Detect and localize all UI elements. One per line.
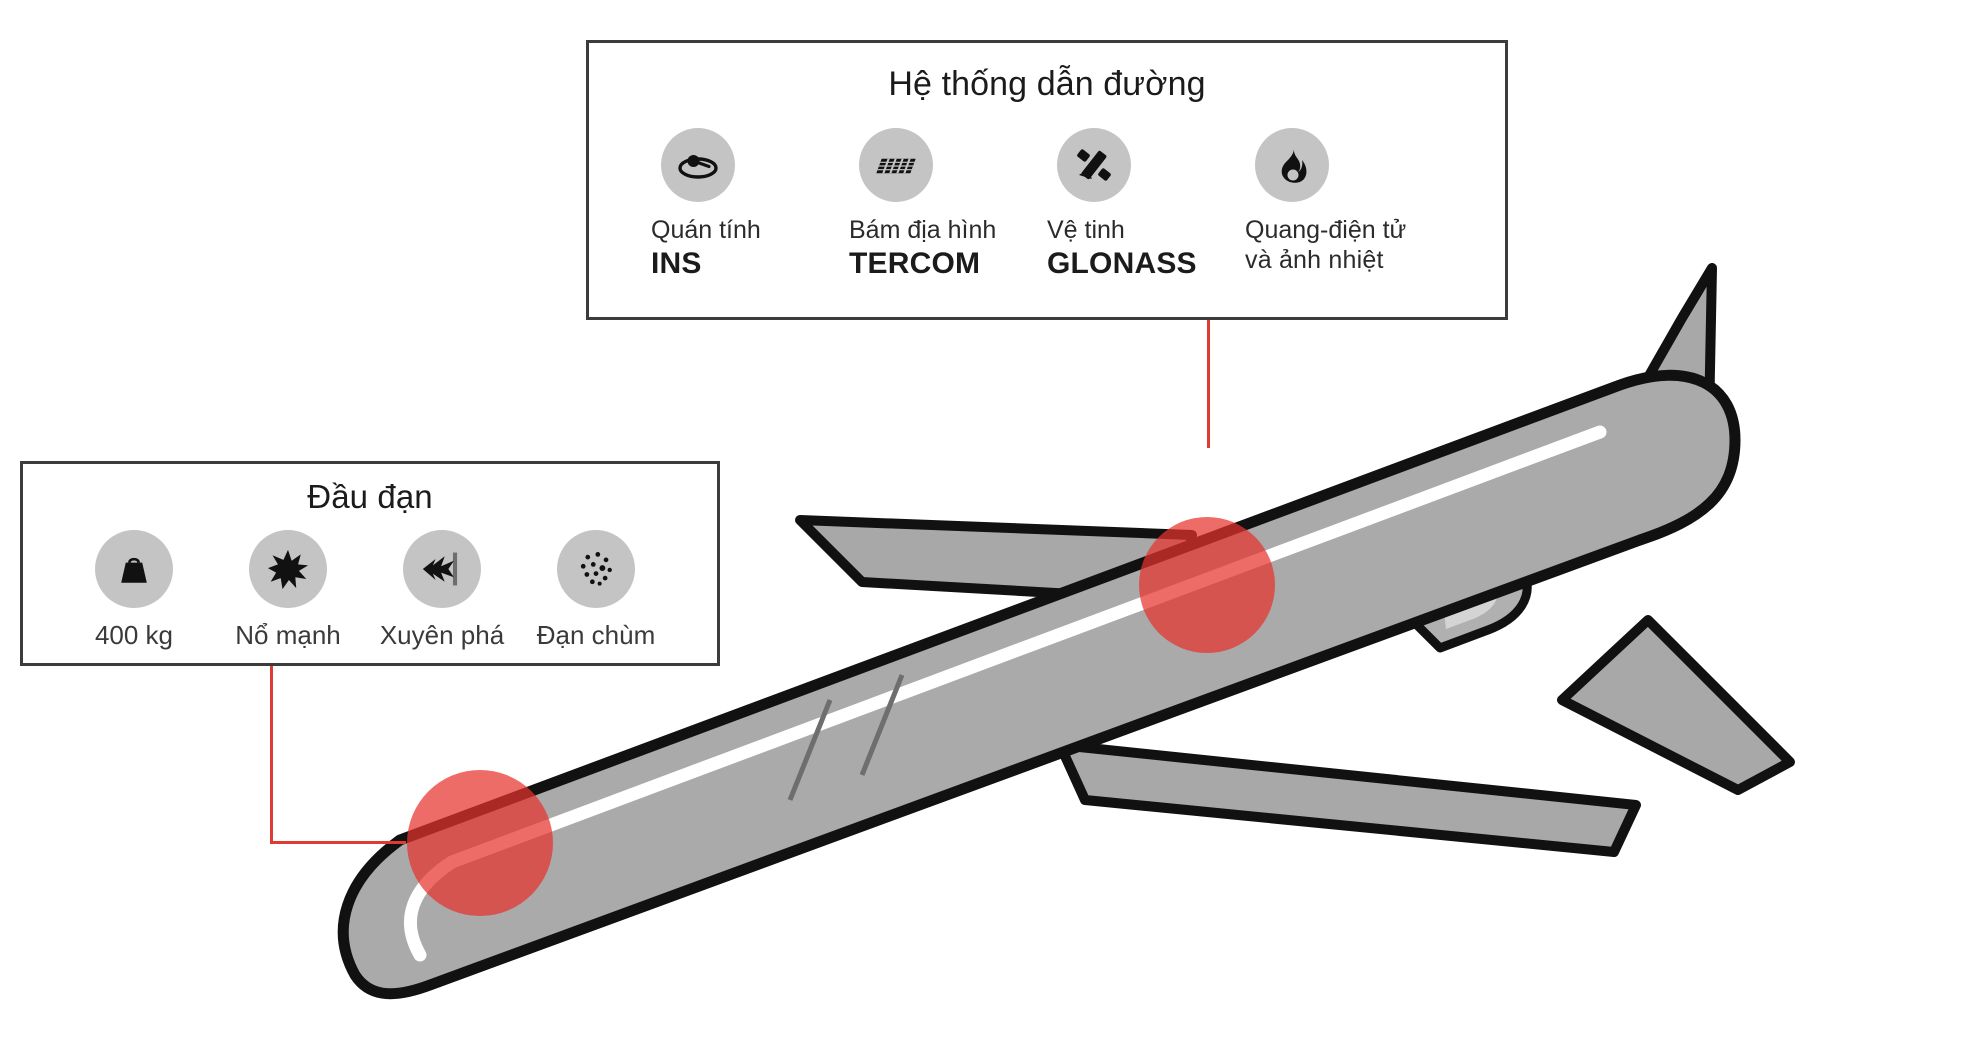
weight-icon [95,530,173,608]
warhead-caption-weight: 400 kg [95,620,173,651]
engine-pod [1387,543,1532,653]
wing-far [795,515,1197,605]
satellite-icon [1057,128,1131,202]
warhead-title: Đầu đạn [307,478,433,515]
guidance-caption-optical: Quang-điện tử và ảnh nhiệt [1245,216,1406,275]
guidance-item-ins[interactable]: Quán tính INS [651,128,849,281]
glonass-line2: GLONASS [1047,246,1197,280]
penetrator-icon [403,530,481,608]
weight-label: 400 kg [94,620,174,650]
warhead-caption-he: Nổ mạnh [235,620,341,651]
tail-fin-vertical [1573,263,1717,505]
gyroscope-icon [661,128,735,202]
optical-line2: và ảnh nhiệt [1245,245,1384,274]
warhead-leader-line-horizontal [270,841,406,844]
warhead-callout: Đầu đạn 400 kg [20,461,720,666]
guidance-caption-tercom: Bám địa hình TERCOM [849,216,996,281]
warhead-item-penetrator[interactable]: Xuyên phá [365,530,519,651]
warhead-item-weight[interactable]: 400 kg [57,530,211,651]
warhead-caption-penetrator: Xuyên phá [380,620,504,651]
explosion-icon [249,530,327,608]
guidance-item-tercom[interactable]: Bám địa hình TERCOM [849,128,1047,281]
optical-line1: Quang-điện tử [1245,216,1407,244]
warhead-item-cluster[interactable]: Đạn chùm [519,530,673,651]
tercom-line1: Bám địa hình [849,216,997,244]
warhead-item-he[interactable]: Nổ mạnh [211,530,365,651]
warhead-caption-cluster: Đạn chùm [537,620,656,651]
guidance-item-optical[interactable]: Quang-điện tử và ảnh nhiệt [1245,128,1443,275]
guidance-systems-callout: Hệ thống dẫn đường Quán tính INS [586,40,1508,320]
flame-icon [1255,128,1329,202]
warhead-marker-dot [407,770,553,916]
terrain-grid-icon [859,128,933,202]
penetrator-label: Xuyên phá [379,620,505,650]
guidance-marker-dot [1139,517,1275,653]
warhead-item-row: 400 kg Nổ mạnh [23,530,717,651]
cluster-label: Đạn chùm [536,620,656,650]
he-label: Nổ mạnh [235,620,341,650]
glonass-line1: Vệ tinh [1047,216,1125,244]
guidance-leader-line [1207,320,1210,448]
guidance-item-row: Quán tính INS [589,128,1505,281]
warhead-leader-line-vertical [270,666,273,844]
guidance-item-glonass[interactable]: Vệ tinh GLONASS [1047,128,1245,281]
tail-stabilizer [1557,615,1795,795]
guidance-caption-glonass: Vệ tinh GLONASS [1047,216,1197,281]
cluster-munition-icon [557,530,635,608]
ins-line1: Quán tính [651,216,761,244]
guidance-title: Hệ thống dẫn đường [888,65,1206,103]
ins-line2: INS [651,246,702,280]
tercom-line2: TERCOM [849,246,981,280]
wing-near [1055,740,1641,857]
guidance-caption-ins: Quán tính INS [651,216,761,281]
